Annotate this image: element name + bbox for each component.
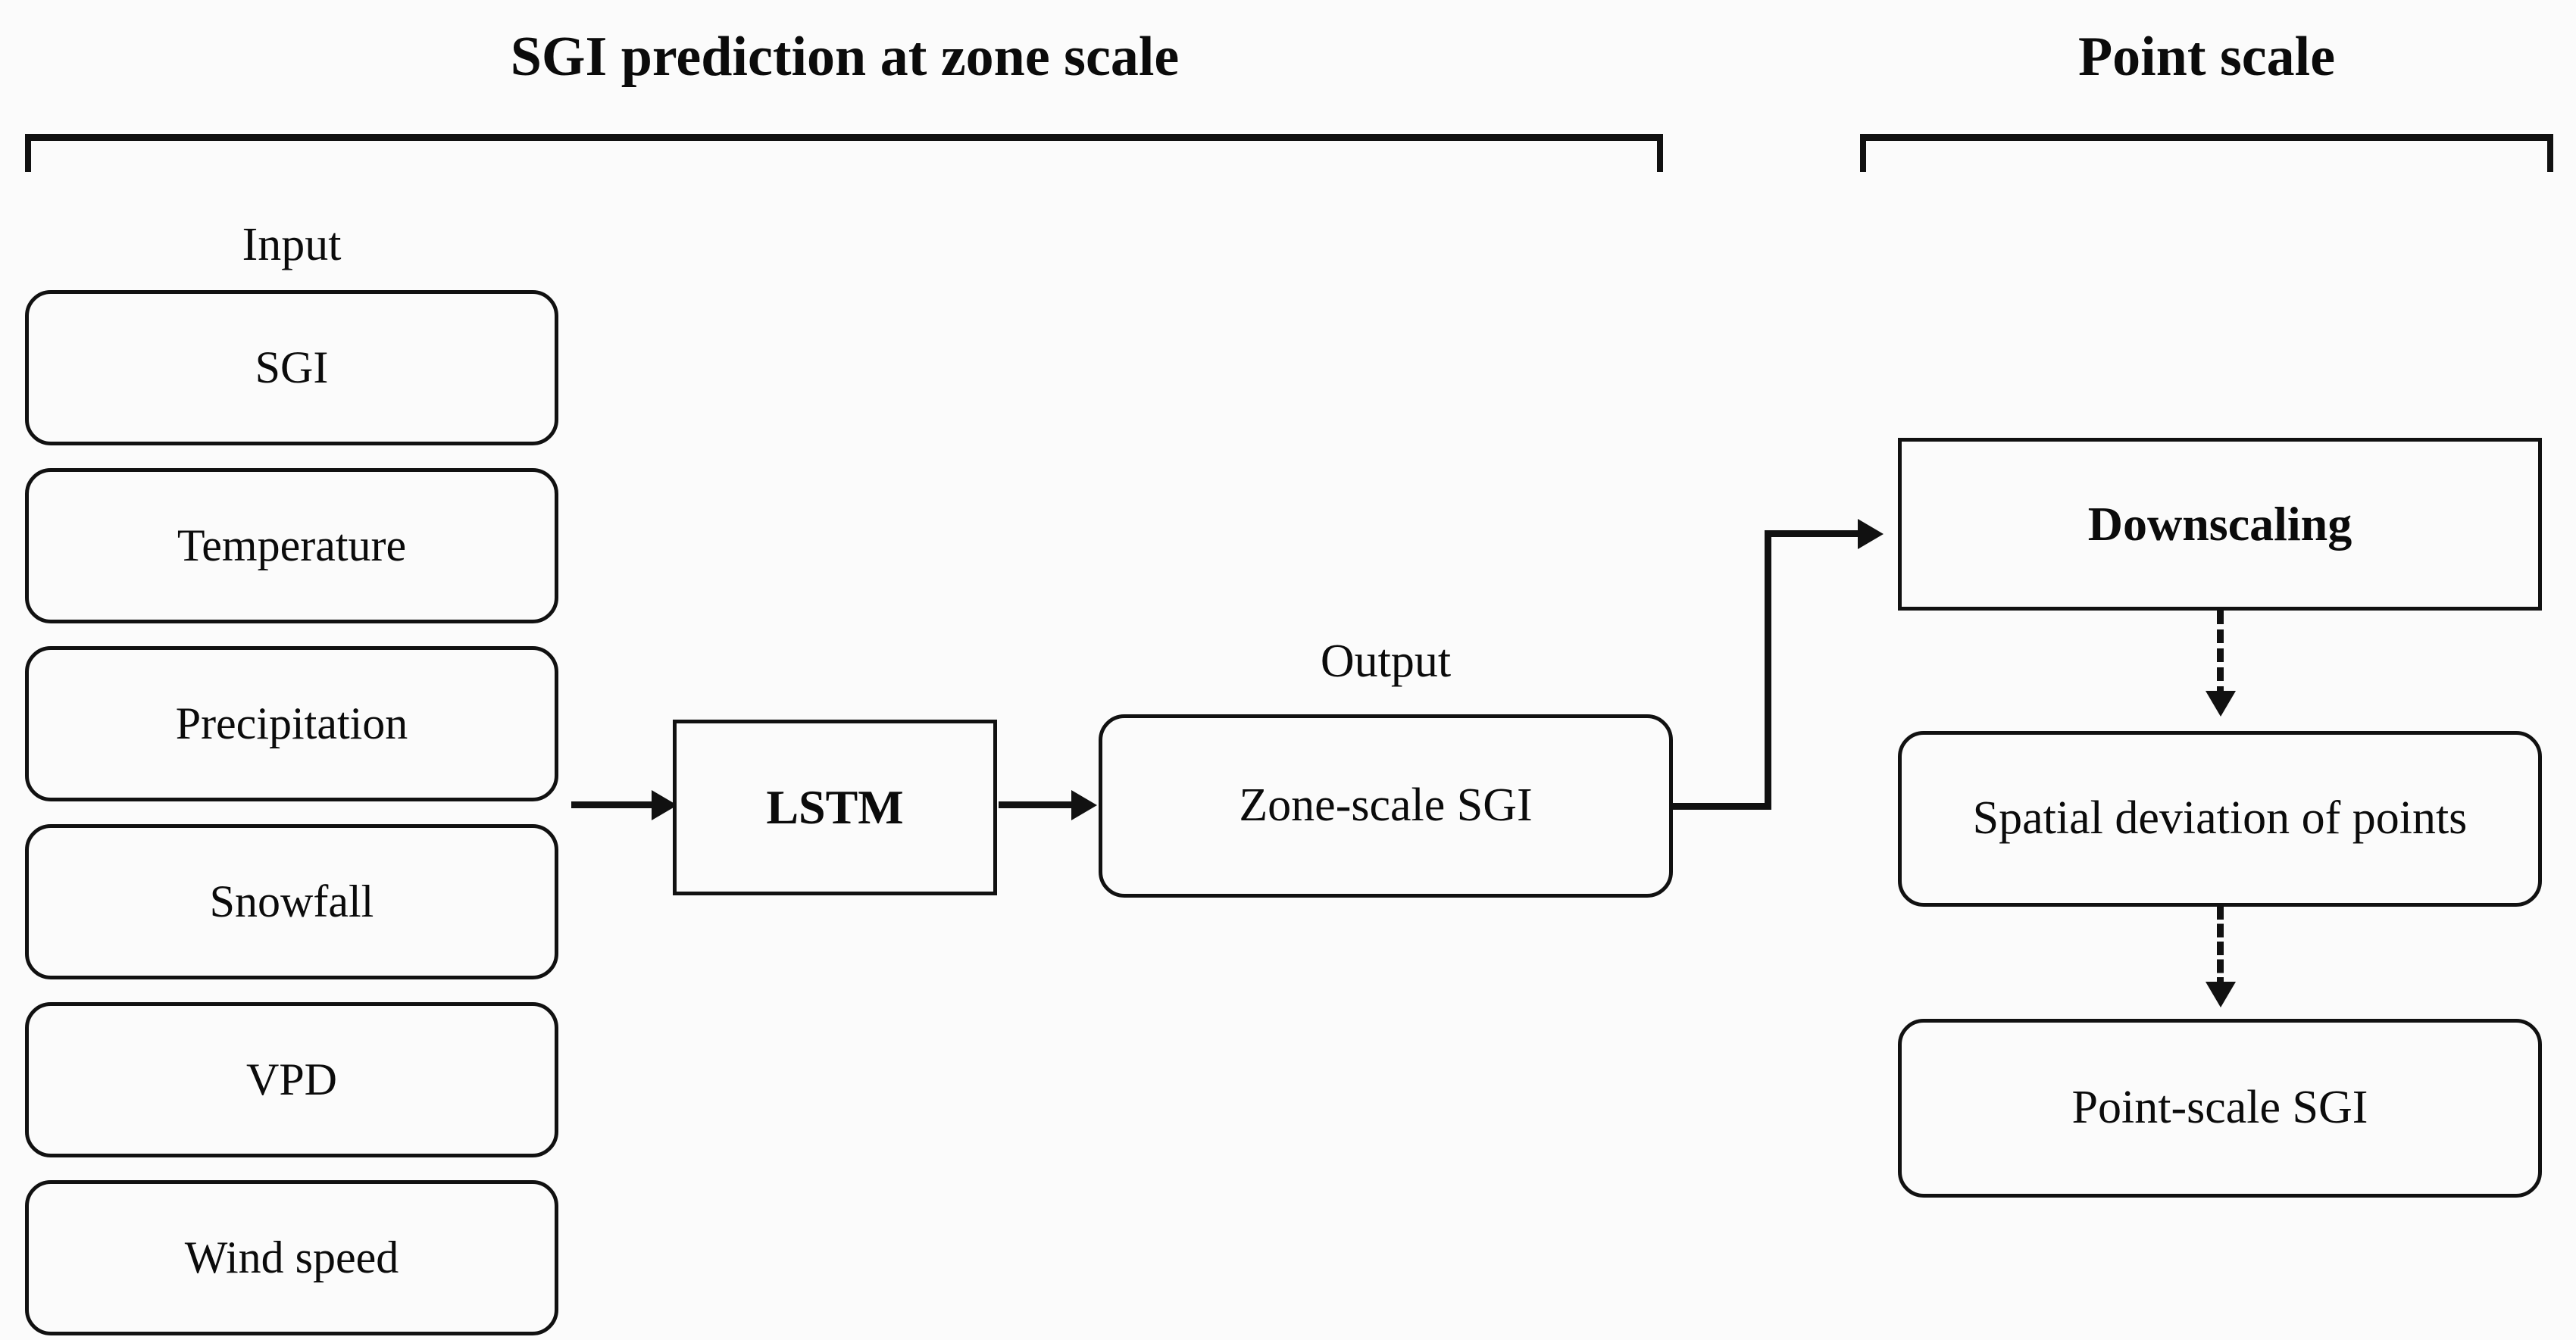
connector-spatial-deviation-to-point-scale-line (2217, 906, 2224, 991)
output-label: Output (1320, 636, 1452, 687)
bracket-bar (1860, 134, 2553, 141)
input-box-wind-speed: Wind speed (25, 1180, 558, 1335)
group-bracket-zone-scale (25, 134, 1663, 173)
node-spatial-deviation-of-points: Spatial deviation of points (1898, 731, 2542, 907)
connector-lstm-to-zone-scale-line (999, 801, 1074, 808)
connector-inputs-to-lstm-line (571, 801, 655, 808)
section-title-zone-scale: SGI prediction at zone scale (510, 26, 1180, 88)
input-box-snowfall: Snowfall (25, 824, 558, 979)
node-lstm: LSTM (673, 720, 997, 895)
connector-downscaling-to-spatial-deviation-arrowhead (2206, 691, 2236, 717)
connector-lstm-to-zone-scale-arrowhead (1071, 790, 1097, 820)
bracket-bar (25, 134, 1663, 141)
connector-zone-to-downscaling-segment-3 (1765, 530, 1863, 537)
connector-spatial-deviation-to-point-scale-arrowhead (2206, 982, 2236, 1007)
node-downscaling: Downscaling (1898, 438, 2542, 611)
input-box-vpd: VPD (25, 1002, 558, 1157)
connector-zone-to-downscaling-arrowhead (1858, 519, 1884, 549)
bracket-tick-left (25, 134, 31, 172)
input-box-precipitation: Precipitation (25, 646, 558, 801)
bracket-tick-left (1860, 134, 1866, 172)
group-bracket-point-scale (1860, 134, 2553, 173)
input-box-sgi: SGI (25, 290, 558, 445)
input-box-temperature: Temperature (25, 468, 558, 623)
connector-downscaling-to-spatial-deviation-line (2217, 611, 2224, 700)
bracket-tick-right (2547, 134, 2553, 172)
bracket-tick-right (1657, 134, 1663, 172)
connector-zone-to-downscaling-segment-2 (1765, 530, 1771, 810)
input-column-label: Input (242, 219, 342, 270)
node-point-scale-sgi: Point-scale SGI (1898, 1019, 2542, 1198)
section-title-point-scale: Point scale (2077, 26, 2336, 88)
node-zone-scale-sgi: Zone-scale SGI (1099, 714, 1673, 898)
connector-zone-to-downscaling-segment-1 (1671, 803, 1771, 810)
